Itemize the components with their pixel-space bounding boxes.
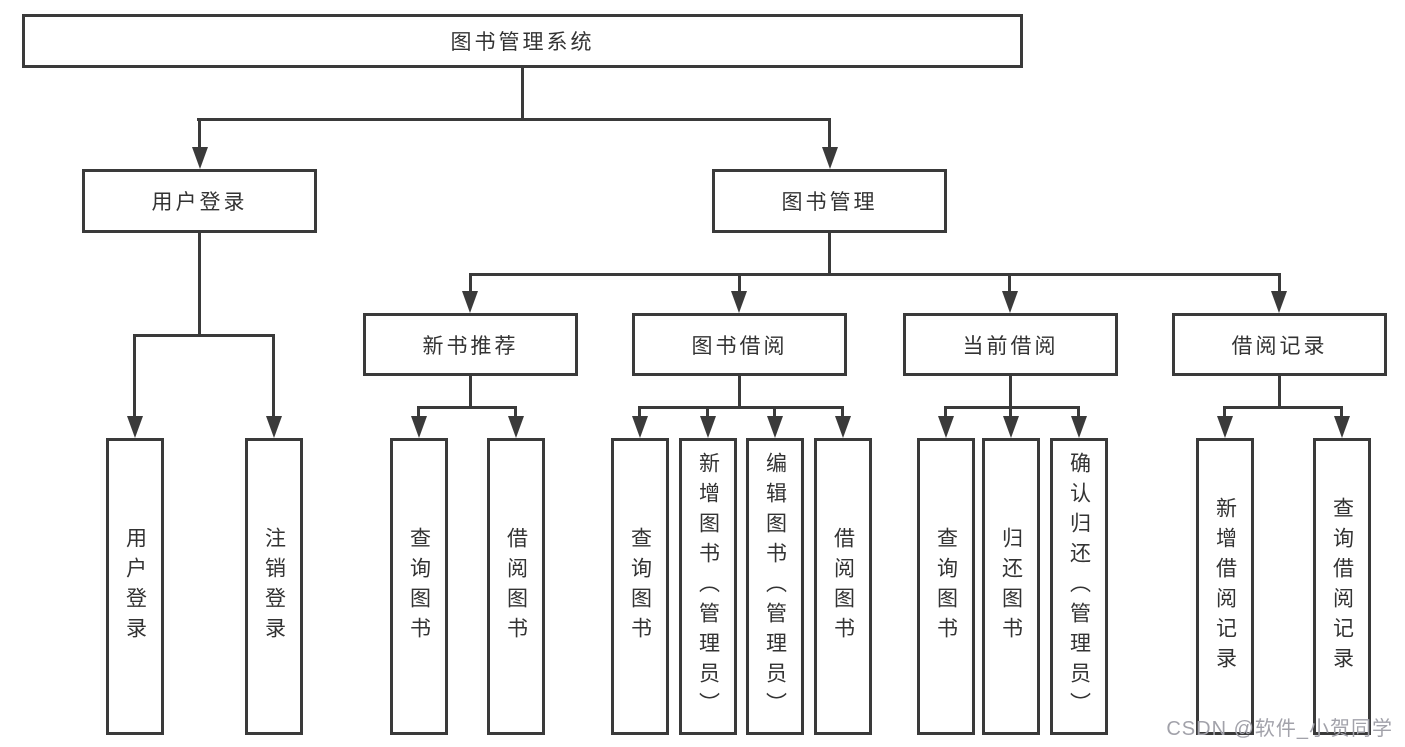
leaf-logout: 注销登录 [245, 438, 303, 735]
node-label: 图书管理 [781, 191, 878, 214]
connector-stem [738, 376, 741, 409]
arrowhead-down-icon [508, 416, 524, 438]
arrowhead-down-icon [1217, 416, 1233, 438]
node-book-management: 图书管理 [712, 169, 947, 233]
arrowhead-down-icon [1271, 291, 1287, 313]
connector-stem [272, 334, 275, 418]
leaf-newbook-borrow-books: 借阅图书 [487, 438, 545, 735]
arrowhead-down-icon [835, 416, 851, 438]
arrowhead-down-icon [1334, 416, 1350, 438]
leaf-label: 注销登录 [262, 526, 286, 647]
arrowhead-down-icon [192, 147, 208, 169]
connector-stem [706, 406, 709, 418]
arrowhead-down-icon [1003, 416, 1019, 438]
arrowhead-down-icon [632, 416, 648, 438]
connector-root-stem [521, 68, 524, 120]
leaf-label: 借阅图书 [504, 526, 528, 647]
connector-stem [1077, 406, 1080, 418]
connector-stem [828, 233, 831, 276]
connector-stem [1340, 406, 1343, 418]
leaf-label: 新增图书（管理员） [696, 451, 720, 722]
arrowhead-down-icon [127, 416, 143, 438]
arrowhead-down-icon [731, 291, 747, 313]
leaf-borrow-edit-books-admin: 编辑图书（管理员） [746, 438, 804, 735]
connector-stem [1009, 406, 1012, 418]
csdn-watermark: CSDN @软件_小贺同学 [1166, 718, 1393, 740]
connector-stem [469, 376, 472, 409]
node-label: 借阅记录 [1231, 334, 1328, 358]
connector-level2-rail [197, 118, 831, 121]
leaf-label: 归还图书 [999, 526, 1023, 647]
connector-rail [1223, 406, 1343, 409]
node-label: 用户登录 [151, 191, 248, 214]
leaf-borrow-borrow-books: 借阅图书 [814, 438, 872, 735]
connector-stem [1008, 273, 1011, 295]
leaf-user-login: 用户登录 [106, 438, 164, 735]
connector-stem [469, 273, 472, 295]
connector-rail [944, 406, 1080, 409]
leaf-current-return-books: 归还图书 [982, 438, 1040, 735]
arrowhead-down-icon [266, 416, 282, 438]
connector-stem [944, 406, 947, 418]
node-book-borrow: 图书借阅 [632, 313, 847, 376]
leaf-label: 新增借阅记录 [1213, 496, 1237, 677]
leaf-current-confirm-return-admin: 确认归还（管理员） [1050, 438, 1108, 735]
node-borrow-records: 借阅记录 [1172, 313, 1387, 376]
arrowhead-down-icon [1002, 291, 1018, 313]
connector-stem [198, 118, 201, 150]
connector-stem [828, 118, 831, 150]
node-current-borrow: 当前借阅 [903, 313, 1118, 376]
leaf-label: 查询图书 [628, 526, 652, 647]
node-label: 图书借阅 [691, 334, 788, 358]
node-label: 图书管理系统 [450, 31, 595, 54]
arrowhead-down-icon [462, 291, 478, 313]
leaf-label: 借阅图书 [831, 526, 855, 647]
node-library-system: 图书管理系统 [22, 14, 1023, 68]
connector-stem [1278, 376, 1281, 409]
leaf-label: 查询借阅记录 [1330, 496, 1354, 677]
arrowhead-down-icon [1071, 416, 1087, 438]
arrowhead-down-icon [938, 416, 954, 438]
leaf-newbook-query-books: 查询图书 [390, 438, 448, 735]
leaf-record-add-borrow-record: 新增借阅记录 [1196, 438, 1254, 735]
arrowhead-down-icon [700, 416, 716, 438]
connector-stem [1009, 376, 1012, 409]
node-label: 新书推荐 [422, 334, 519, 358]
connector-stem [198, 233, 201, 337]
connector-level3-rail [469, 273, 1281, 276]
leaf-current-query-books: 查询图书 [917, 438, 975, 735]
arrowhead-down-icon [767, 416, 783, 438]
connector-stem [738, 273, 741, 295]
connector-stem [773, 406, 776, 418]
connector-rail [417, 406, 517, 409]
connector-rail [133, 334, 275, 337]
leaf-label: 查询图书 [407, 526, 431, 647]
arrowhead-down-icon [411, 416, 427, 438]
connector-stem [1223, 406, 1226, 418]
arrowhead-down-icon [822, 147, 838, 169]
leaf-borrow-add-books-admin: 新增图书（管理员） [679, 438, 737, 735]
connector-stem [638, 406, 641, 418]
connector-stem [841, 406, 844, 418]
leaf-label: 查询图书 [934, 526, 958, 647]
connector-stem [133, 334, 136, 418]
connector-stem [1278, 273, 1281, 295]
connector-stem [514, 406, 517, 418]
leaf-borrow-query-books: 查询图书 [611, 438, 669, 735]
leaf-record-query-borrow-record: 查询借阅记录 [1313, 438, 1371, 735]
leaf-label: 编辑图书（管理员） [763, 451, 787, 722]
leaf-label: 用户登录 [123, 526, 147, 647]
node-user-login: 用户登录 [82, 169, 317, 233]
connector-stem [417, 406, 420, 418]
node-label: 当前借阅 [962, 334, 1059, 358]
connector-rail [638, 406, 844, 409]
node-new-book-recommend: 新书推荐 [363, 313, 578, 376]
leaf-label: 确认归还（管理员） [1067, 451, 1091, 722]
